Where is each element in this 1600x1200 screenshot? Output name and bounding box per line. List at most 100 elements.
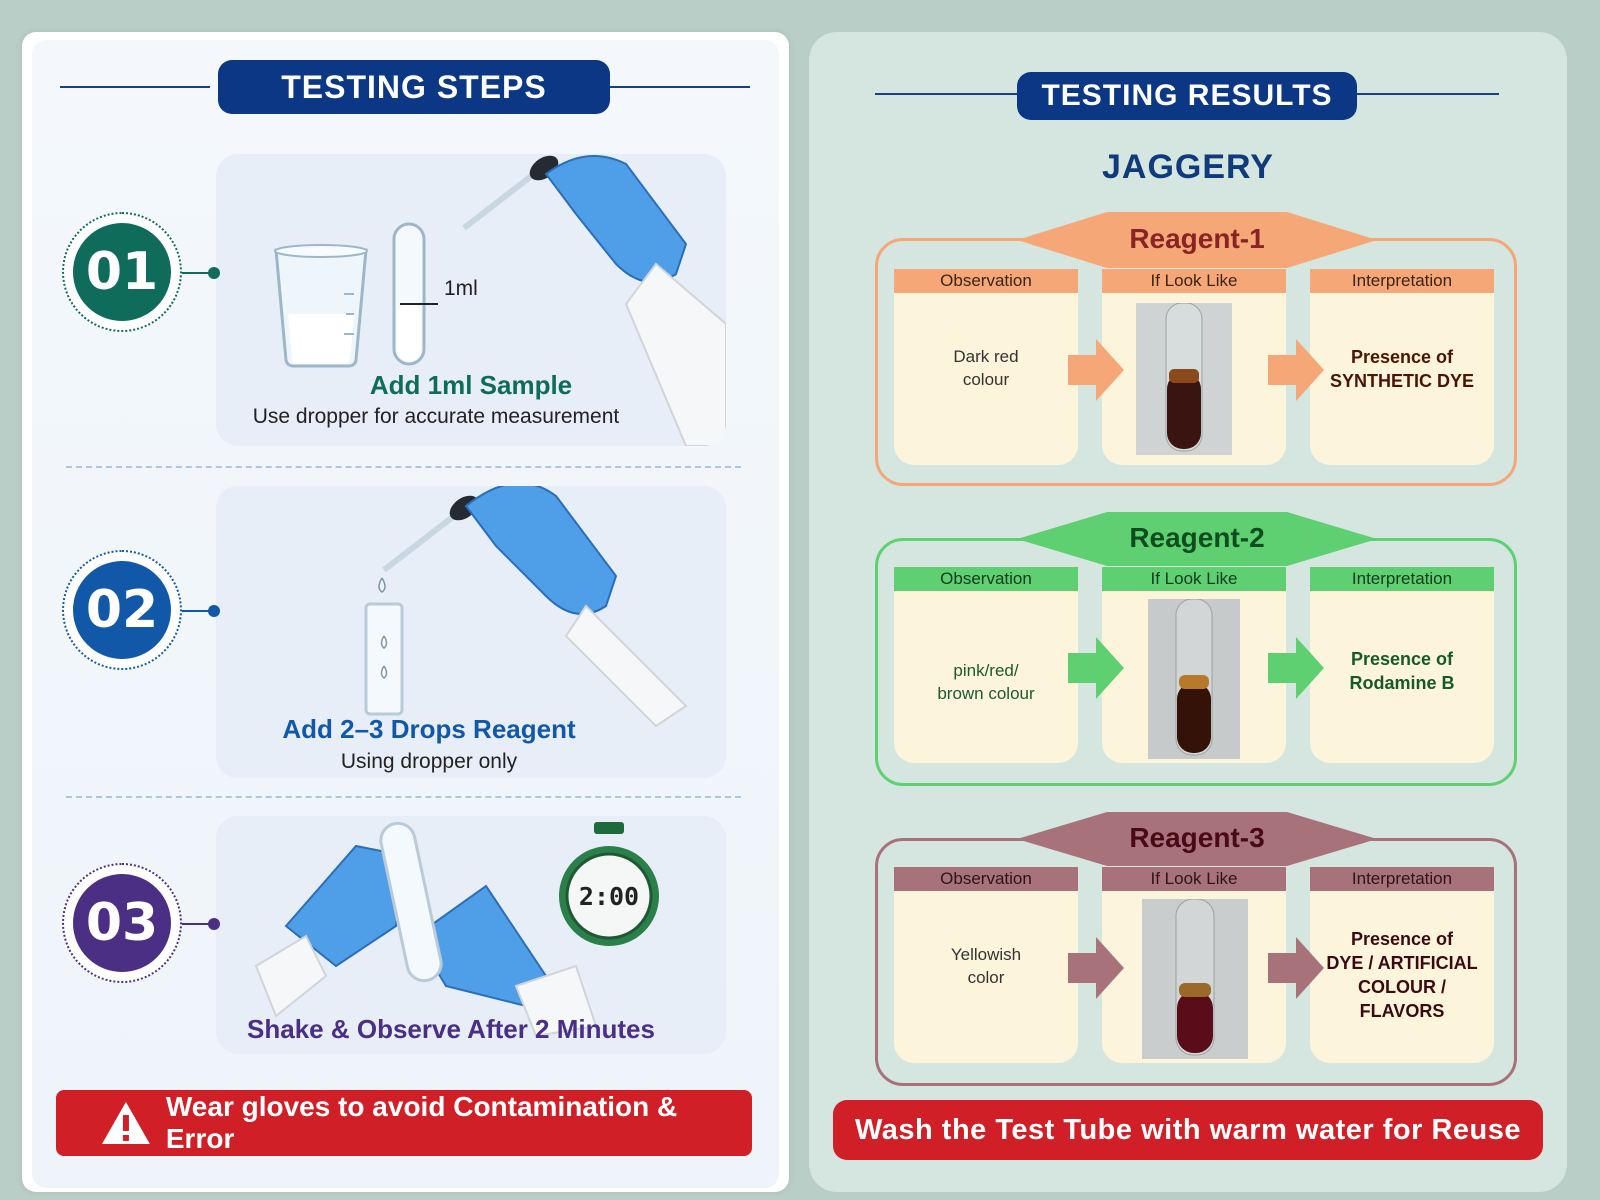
reagent-2-observation-col: Observation pink/red/ brown colour <box>894 567 1078 763</box>
reagent-3-box: Observation Yellowish color If Look Like… <box>875 838 1517 1086</box>
step-1-subtitle: Use dropper for accurate measurement <box>252 405 620 428</box>
interpretation-header: Interpretation <box>1310 269 1494 293</box>
reagent-3-observation-line-1: Yellowish <box>950 945 1022 964</box>
step-1-card: 1ml <box>216 154 726 446</box>
step-3-number: 03 <box>73 874 171 972</box>
reagent-1-box: Observation Dark red colour If Look Like… <box>875 238 1517 486</box>
testing-steps-panel: TESTING STEPS <box>22 32 789 1192</box>
reagent-1-observation-line-1: Dark red <box>953 347 1019 366</box>
reagent-3-interpretation-line-1: Presence of <box>1350 929 1454 949</box>
image-header: If Look Like <box>1102 269 1286 293</box>
reagent-1-banner <box>1017 212 1377 268</box>
timer-display: 2:00 <box>578 882 640 911</box>
testing-steps-inner: TESTING STEPS <box>32 40 779 1188</box>
interpretation-header: Interpretation <box>1310 867 1494 891</box>
reagent-1-observation-col: Observation Dark red colour <box>894 269 1078 465</box>
step-1-badge: 01 <box>62 212 182 332</box>
warning-icon <box>101 1102 150 1144</box>
reagent-3-interpretation-col: Interpretation Presence of DYE / ARTIFIC… <box>1310 867 1494 1063</box>
step-3-illustration <box>254 821 659 1038</box>
reagent-3-banner <box>1017 812 1377 866</box>
arrow-right-icon <box>1268 637 1324 699</box>
reagent-1-interpretation-col: Interpretation Presence of SYNTHETIC DYE <box>1310 269 1494 465</box>
divider-2 <box>66 796 741 798</box>
step-1-illustration <box>274 155 726 446</box>
reagent-3-observation-col: Observation Yellowish color <box>894 867 1078 1063</box>
arrow-right-icon <box>1068 339 1124 401</box>
step-1-title: Add 1ml Sample <box>369 370 573 400</box>
reagent-3-title: Reagent-3 <box>1129 822 1265 853</box>
results-line-left <box>875 93 1021 95</box>
step-3-connector <box>182 923 212 925</box>
arrow-right-icon <box>1068 937 1124 999</box>
observation-header: Observation <box>894 867 1078 891</box>
dropper-icon <box>382 495 479 573</box>
test-tube-icon <box>392 222 438 366</box>
testing-results-panel: TESTING RESULTS JAGGERY Observation Dark… <box>809 32 1567 1192</box>
arrow-right-icon <box>1268 339 1324 401</box>
reagent-3-tube-photo <box>1142 899 1248 1059</box>
header-line-right <box>602 86 750 88</box>
step-1-dot <box>208 267 220 279</box>
step-2-number: 02 <box>73 561 171 659</box>
reuse-instruction-banner: Wash the Test Tube with warm water for R… <box>833 1100 1543 1160</box>
step-3-card: 2:00 <box>216 816 726 1054</box>
dropper-icon <box>462 155 559 231</box>
reagent-3-interpretation-line-3: COLOUR / <box>1358 977 1446 997</box>
beaker-icon <box>274 244 368 368</box>
reagent-2-observation-line-2: brown colour <box>937 684 1035 703</box>
step-2-dot <box>208 605 220 617</box>
gloved-hand-icon <box>544 155 726 446</box>
image-header: If Look Like <box>1102 567 1286 591</box>
gloved-hands-icon <box>254 844 598 1038</box>
step-2-title: Add 2–3 Drops Reagent <box>282 714 576 744</box>
one-ml-label: 1ml <box>444 277 478 300</box>
reagent-2-box: Observation pink/red/ brown colour If Lo… <box>875 538 1517 786</box>
step-3-dot <box>208 918 220 930</box>
reagent-2-banner <box>1017 512 1377 566</box>
reagent-1-interpretation-line-2: SYNTHETIC DYE <box>1329 371 1475 391</box>
reagent-2-interpretation-line-1: Presence of <box>1350 649 1454 669</box>
step-1-number: 01 <box>73 223 171 321</box>
step-2-badge: 02 <box>62 550 182 670</box>
image-header: If Look Like <box>1102 867 1286 891</box>
reagent-1-interpretation-line-1: Presence of <box>1350 347 1454 367</box>
test-tube-icon <box>379 821 443 983</box>
reagent-2-title: Reagent-2 <box>1129 522 1265 553</box>
reagent-1-tube-photo <box>1136 303 1232 455</box>
step-2-card <box>216 486 726 778</box>
divider-1 <box>66 466 741 468</box>
warning-text: Wear gloves to avoid Contamination & Err… <box>165 1091 678 1154</box>
drop-icon <box>378 577 386 593</box>
arrow-right-icon <box>1068 637 1124 699</box>
testing-steps-header: TESTING STEPS <box>218 60 610 114</box>
reagent-1-title: Reagent-1 <box>1129 223 1265 254</box>
step-2-illustration <box>364 486 688 728</box>
sample-name: JAGGERY <box>1101 148 1274 186</box>
reagent-1-observation-line-2: colour <box>962 370 1010 389</box>
testing-results-header: TESTING RESULTS <box>1017 72 1357 120</box>
results-line-right <box>1353 93 1499 95</box>
step-2-subtitle: Using dropper only <box>340 750 518 773</box>
stopwatch-icon <box>559 822 659 946</box>
arrow-right-icon <box>1268 937 1324 999</box>
reagent-3-image-col: If Look Like <box>1102 867 1286 1063</box>
reagent-2-interpretation-line-2: Rodamine B <box>1349 673 1455 693</box>
gloved-hand-icon <box>464 486 688 728</box>
header-line-left <box>60 86 210 88</box>
reagent-1-image-col: If Look Like <box>1102 269 1286 465</box>
warning-banner: Wear gloves to avoid Contamination & Err… <box>56 1090 752 1156</box>
reagent-2-tube-photo <box>1148 599 1240 759</box>
step-3-badge: 03 <box>62 863 182 983</box>
interpretation-header: Interpretation <box>1310 567 1494 591</box>
reagent-3-interpretation-line-2: DYE / ARTIFICIAL <box>1326 953 1478 973</box>
reagent-2-observation-line-1: pink/red/ <box>953 661 1019 680</box>
reagent-2-interpretation-col: Interpretation Presence of Rodamine B <box>1310 567 1494 763</box>
step-2-connector <box>182 610 212 612</box>
reagent-3-interpretation-line-4: FLAVORS <box>1359 1001 1445 1021</box>
reagent-3-observation-line-2: color <box>967 968 1005 987</box>
test-tube-icon <box>364 602 404 716</box>
observation-header: Observation <box>894 269 1078 293</box>
observation-header: Observation <box>894 567 1078 591</box>
step-1-connector <box>182 272 212 274</box>
